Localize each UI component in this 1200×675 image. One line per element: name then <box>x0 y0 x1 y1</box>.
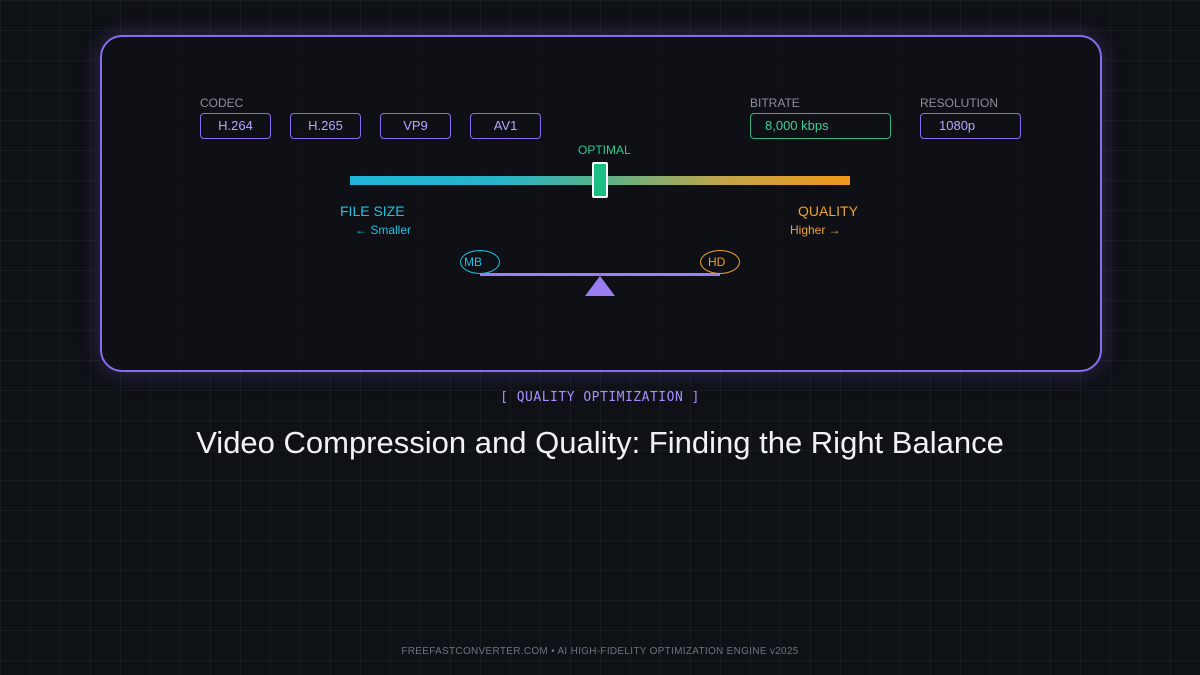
bitrate-field[interactable]: 8,000 kbps <box>750 113 891 139</box>
mb-weight: MB <box>460 250 500 274</box>
hd-weight: HD <box>700 250 740 274</box>
quality-title: QUALITY <box>798 203 858 219</box>
bitrate-label: BITRATE <box>750 96 800 110</box>
balance-beam <box>480 273 720 276</box>
page-title: Video Compression and Quality: Finding t… <box>196 425 1004 460</box>
resolution-label: RESOLUTION <box>920 96 999 110</box>
file-size-hint: ← Smaller <box>355 223 412 237</box>
settings-panel <box>100 35 1102 372</box>
balance-fulcrum <box>585 276 615 296</box>
footer-text: FREEFASTCONVERTER.COM • AI HIGH-FIDELITY… <box>401 646 799 657</box>
optimal-label: OPTIMAL <box>578 143 631 157</box>
resolution-field[interactable]: 1080p <box>920 113 1021 139</box>
file-size-title: FILE SIZE <box>340 203 405 219</box>
codec-label: CODEC <box>200 96 244 110</box>
slider-handle[interactable] <box>592 162 608 198</box>
tagline: [ QUALITY OPTIMIZATION ] <box>500 390 700 405</box>
codec-option-vp9[interactable]: VP9 <box>380 113 451 139</box>
codec-option-h265[interactable]: H.265 <box>290 113 361 139</box>
codec-option-av1[interactable]: AV1 <box>470 113 541 139</box>
codec-option-h264[interactable]: H.264 <box>200 113 271 139</box>
quality-hint: Higher → <box>790 223 841 237</box>
